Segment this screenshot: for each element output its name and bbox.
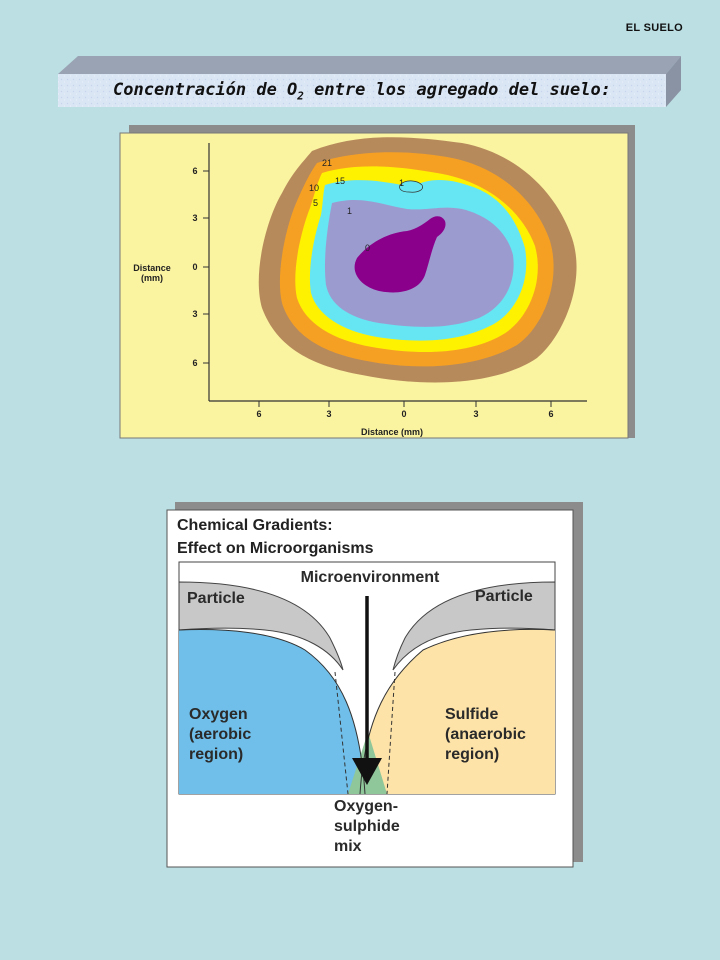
y-tick-label: 6 xyxy=(192,166,197,176)
y-axis-label: Distance xyxy=(133,263,171,273)
sulfide-label-1: Sulfide xyxy=(445,706,498,723)
particle-left xyxy=(178,581,344,671)
x-tick-label: 6 xyxy=(548,409,553,419)
oxygen-label-1: Oxygen xyxy=(189,706,248,723)
x-tick-label: 0 xyxy=(401,409,406,419)
x-tick-label: 6 xyxy=(256,409,261,419)
particle-right xyxy=(392,581,556,671)
mix-label-1: Oxygen- xyxy=(334,798,398,815)
x-tick-label: 3 xyxy=(473,409,478,419)
diagram-title-line1: Chemical Gradients: xyxy=(177,517,333,534)
sulfide-region xyxy=(360,629,555,794)
y-tick-label: 3 xyxy=(192,213,197,223)
title-banner xyxy=(58,56,681,107)
mix-label-2: sulphide xyxy=(334,818,400,835)
banner-title: Concentración de O2 entre los agregado d… xyxy=(113,80,611,103)
x-tick-label: 3 xyxy=(326,409,331,419)
oxygen-label-3: region) xyxy=(189,746,243,763)
contour-label-1a: 1 xyxy=(347,206,352,216)
contour-label-5: 5 xyxy=(313,198,318,208)
contour-label-15: 15 xyxy=(335,176,345,186)
contour-label-21: 21 xyxy=(322,158,332,168)
y-tick-label: 0 xyxy=(192,262,197,272)
section-label: EL SUELO xyxy=(625,22,683,34)
sulfide-label-3: region) xyxy=(445,746,499,763)
oxygen-region xyxy=(179,629,365,794)
contour-label-10: 10 xyxy=(309,183,319,193)
chemical-gradients-figure: Chemical Gradients: Effect on Microorgan… xyxy=(166,502,583,868)
y-tick-label: 6 xyxy=(192,358,197,368)
particle-right-label: Particle xyxy=(475,588,533,605)
microenvironment-label: Microenvironment xyxy=(301,569,440,586)
contour-pocket xyxy=(399,180,423,193)
y-axis-unit: (mm) xyxy=(141,273,163,283)
contour-label-0: 0 xyxy=(365,243,370,253)
diagram-title-line2: Effect on Microorganisms xyxy=(177,540,374,557)
oxygen-label-2: (aerobic xyxy=(189,726,251,743)
sulfide-label-2: (anaerobic xyxy=(445,726,526,743)
mix-label-3: mix xyxy=(334,838,362,855)
contour-label-1b: 1 xyxy=(399,178,404,188)
arrow-down-icon xyxy=(352,758,382,785)
particle-left-label: Particle xyxy=(187,590,245,607)
contour-0 xyxy=(354,216,446,293)
y-tick-label: 3 xyxy=(192,309,197,319)
x-axis-label: Distance (mm) xyxy=(361,427,423,437)
